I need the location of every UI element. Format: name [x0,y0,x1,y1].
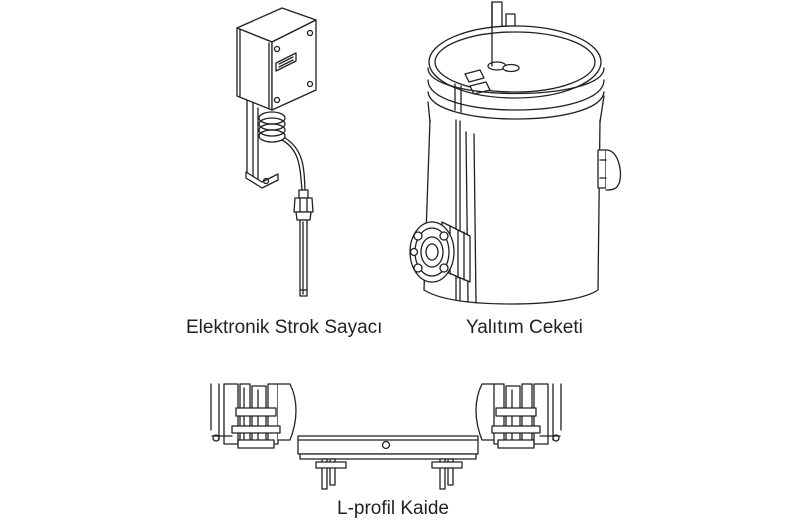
stroke-counter-drawing [237,8,316,296]
caption-insulation-jacket: Yalıtım Ceketi [466,317,583,338]
caption-l-profile-base: L-profil Kaide [337,498,449,519]
insulation-jacket-drawing [410,2,620,304]
l-profile-base-drawing [211,384,561,489]
caption-electronic-stroke-counter: Elektronik Strok Sayacı [186,317,383,338]
